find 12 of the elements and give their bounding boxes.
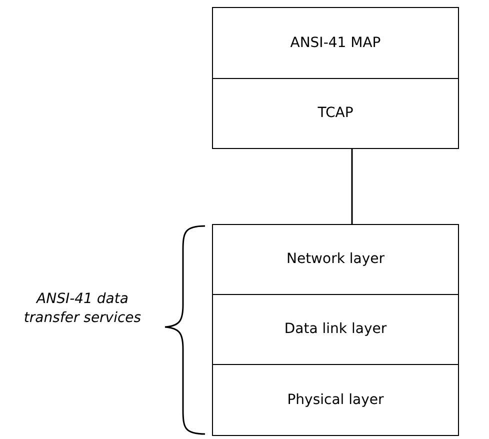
layer-box: [212, 7, 459, 79]
layer-label: TCAP: [318, 104, 354, 123]
layer-box: [212, 364, 459, 436]
layer-box: [212, 224, 459, 295]
layer-box: [212, 78, 459, 149]
layer-label: ANSI-41 MAP: [290, 34, 381, 52]
layer-label: Network layer: [286, 250, 385, 269]
brace-label: ANSI-41 data transfer services: [22, 290, 142, 328]
layer-label: Data link layer: [284, 320, 387, 339]
layer-label: Physical layer: [287, 390, 384, 410]
layer-box: [212, 294, 459, 365]
connector-line: [351, 149, 353, 224]
